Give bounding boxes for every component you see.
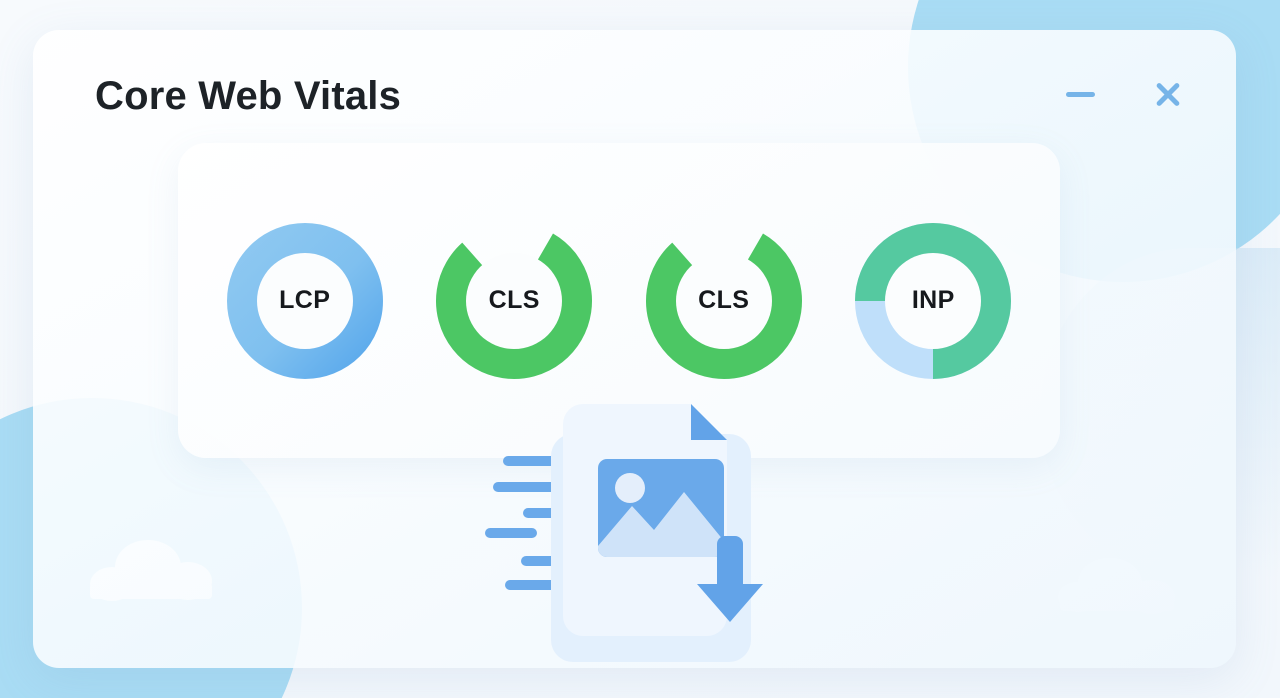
gauge-cls-2-ring [645,222,802,379]
gauge-inp-ring [855,222,1012,379]
minimize-button[interactable] [1060,74,1100,114]
page-title: Core Web Vitals [95,74,402,118]
document-illustration [485,398,815,666]
gauge-cls-2-label: CLS [698,286,750,314]
gauge-cls-1-center: CLS [466,252,563,349]
document-fold-icon [691,404,727,440]
gauge-inp[interactable]: INP [853,221,1013,381]
gauge-cls-2[interactable]: CLS [644,221,804,381]
gauge-lcp-center: LCP [256,252,353,349]
window-titlebar: Core Web Vitals [33,30,1236,146]
gauge-lcp-label: LCP [279,286,331,314]
main-window: Core Web Vitals [33,30,1236,668]
gauge-cls-1[interactable]: CLS [434,221,594,381]
image-thumbnail-icon [598,459,724,557]
minimize-icon [1065,91,1095,97]
close-button[interactable] [1148,74,1188,114]
gauge-cls-1-ring [436,222,593,379]
gauge-inp-label: INP [911,286,955,314]
gauge-cls-1-label: CLS [488,286,540,314]
download-arrow-icon [697,536,763,622]
close-icon [1153,79,1183,109]
window-controls [1060,74,1188,114]
gauge-lcp[interactable]: LCP [225,221,385,381]
gauge-cls-2-center: CLS [675,252,772,349]
gauge-lcp-ring [226,222,383,379]
gauge-inp-center: INP [885,252,982,349]
